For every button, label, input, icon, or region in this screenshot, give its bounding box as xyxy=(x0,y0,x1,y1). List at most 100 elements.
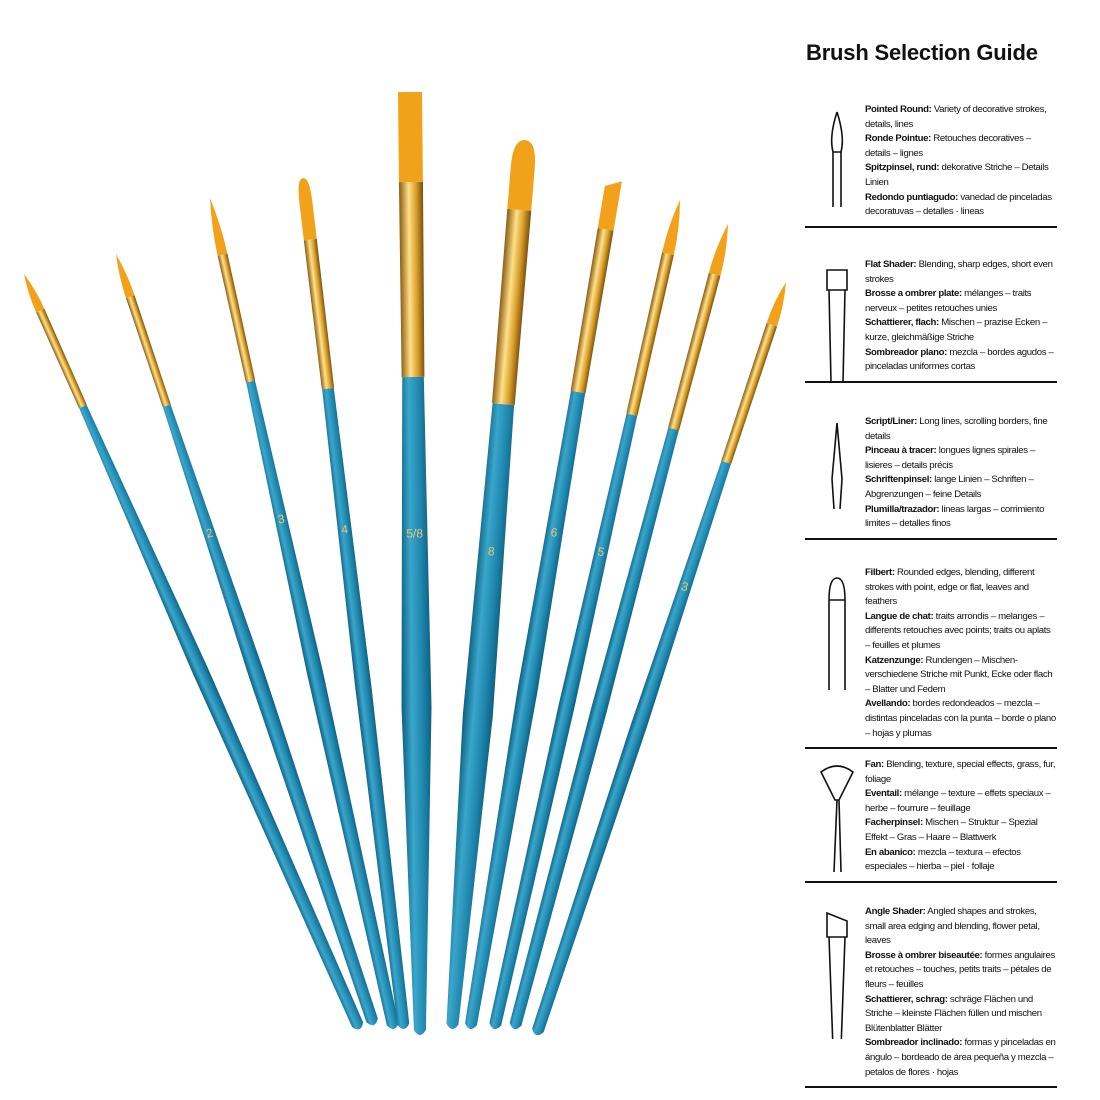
guide-entry: En abanico: mezcla – textura – efectos e… xyxy=(865,846,1057,875)
guide-entry: Sombreador inclinado: formas y pincelada… xyxy=(865,1036,1057,1080)
entry-description: lange Linien – Schriften – Abgrenzungen … xyxy=(865,474,1034,500)
brush-ferrule xyxy=(491,208,532,406)
guide-entry: Flat Shader: Blending, sharp edges, shor… xyxy=(865,258,1057,287)
entry-description: Retouches decoratives – details – lignes xyxy=(865,133,1031,159)
guide-entry: Spitzpinsel, rund: dekorative Striche – … xyxy=(865,161,1057,190)
guide-section-text: Pointed Round: Variety of decorative str… xyxy=(865,103,1057,226)
brush-bristles xyxy=(24,274,45,313)
brush-handle xyxy=(246,380,399,1030)
entry-description: mélanges – traits nerveux – petites reto… xyxy=(865,288,1032,314)
pointed-round-brush-icon xyxy=(819,107,855,242)
guide-entry: Brosse à ombrer biseautée: formes angula… xyxy=(865,949,1057,993)
entry-description: Variety of decorative strokes, details, … xyxy=(865,104,1047,130)
paint-brush: 5 xyxy=(489,200,680,1030)
entry-description: formes angulaires et retouches – touches… xyxy=(865,949,1055,990)
guide-title: Brush Selection Guide xyxy=(806,40,1038,65)
brush-size-label: 3 xyxy=(680,579,690,594)
guide-entry: Redondo puntiagudo: vanedad de pincelada… xyxy=(865,191,1057,220)
entry-description: bordes redondeados – mezcla – distintas … xyxy=(865,698,1056,739)
entry-name: Brosse a ombrer plate: xyxy=(865,288,962,300)
flat-shader-brush-icon xyxy=(819,262,855,397)
guide-entry: Filbert: Rounded edges, blending, differ… xyxy=(865,566,1057,610)
paint-brush xyxy=(509,224,728,1030)
entry-description: mezcla – textura – efectos especiales – … xyxy=(865,846,1021,873)
entry-name: Flat Shader: xyxy=(865,259,917,270)
guide-section-text: Filbert: Rounded edges, blending, differ… xyxy=(865,566,1057,747)
paint-brush xyxy=(24,274,364,1030)
guide-section: Flat Shader: Blending, sharp edges, shor… xyxy=(805,258,1057,383)
guide-entry: Brosse a ombrer plate: mélanges – traits… xyxy=(865,287,1057,316)
entry-description: lineas largas – corrimiento limites – de… xyxy=(865,503,1045,530)
paint-brush: 3 xyxy=(532,282,786,1036)
brush-ferrule xyxy=(303,238,335,390)
entry-name: Schattierer, flach: xyxy=(865,317,939,329)
guide-entry: Fan: Blending, texture, special effects,… xyxy=(865,758,1057,787)
guide-section-text: Angle Shader: Angled shapes and strokes,… xyxy=(865,905,1057,1086)
entry-name: Sombreador plano: xyxy=(865,346,948,358)
guide-entry: Langue de chat: traits arrondis – melang… xyxy=(865,610,1057,654)
guide-entry: Schattierer, schrag: schräge Flächen und… xyxy=(865,993,1057,1037)
entry-name: Ronde Pointue: xyxy=(865,133,931,145)
guide-entry: Pinceau à tracer: longues lignes spirale… xyxy=(865,444,1057,473)
brush-bristles xyxy=(708,224,728,276)
entry-name: Angle Shader: xyxy=(865,906,926,917)
entry-name: Pointed Round: xyxy=(865,104,932,115)
guide-entry: Pointed Round: Variety of decorative str… xyxy=(865,103,1057,132)
paint-brush: 4 xyxy=(298,177,410,1030)
entry-name: Avellando: xyxy=(865,698,911,710)
paint-brush: 5/8 xyxy=(398,91,432,1036)
brush-ferrule xyxy=(217,253,256,383)
brush-size-label: 5 xyxy=(596,544,605,559)
entry-description: Rounded edges, blending, different strok… xyxy=(865,567,1035,608)
entry-description: formas y pinceladas en ángulo – bordeado… xyxy=(865,1037,1056,1078)
brush-ferrule xyxy=(570,227,614,394)
guide-entry: Angle Shader: Angled shapes and strokes,… xyxy=(865,905,1057,949)
brush-handle xyxy=(446,403,515,1030)
entry-description: mélange – texture – effets speciaux – he… xyxy=(865,788,1051,814)
guide-section-text: Script/Liner: Long lines, scrolling bord… xyxy=(865,415,1057,538)
guide-entry: Sombreador plano: mezcla – bordes agudos… xyxy=(865,346,1057,375)
brush-bristles xyxy=(507,139,536,211)
brush-ferrule xyxy=(668,272,721,431)
entry-description: schräge Flächen und Striche – kleinste F… xyxy=(865,993,1042,1034)
entry-name: Plumilla/trazador: xyxy=(865,503,940,515)
brush-handle xyxy=(79,404,364,1030)
entry-description: Mischen – prazise Ecken – kurze, gleichm… xyxy=(865,317,1048,343)
guide-entry: Eventail: mélange – texture – effets spe… xyxy=(865,787,1057,816)
guide-section-text: Fan: Blending, texture, special effects,… xyxy=(865,758,1057,881)
fan-brush-icon xyxy=(819,762,855,897)
entry-description: Rundengen – Mischen-verschiedene Striche… xyxy=(865,654,1053,695)
filbert-brush-icon xyxy=(819,570,855,705)
guide-entry: Facherpinsel: Mischen – Struktur – Spezi… xyxy=(865,816,1057,845)
brush-handle xyxy=(532,460,731,1036)
entry-description: Long lines, scrolling borders, fine deta… xyxy=(865,416,1048,442)
brush-bristles xyxy=(597,181,622,231)
brush-size-label: 6 xyxy=(550,525,559,540)
guide-entry: Plumilla/trazador: lineas largas – corri… xyxy=(865,503,1057,532)
brush-bristles xyxy=(766,282,786,327)
brush-handle xyxy=(489,413,638,1030)
paint-brush: 6 xyxy=(465,181,622,1030)
brush-handle xyxy=(465,390,586,1030)
entry-description: longues lignes spirales – lisieres – det… xyxy=(865,445,1036,471)
entry-name: Pinceau à tracer: xyxy=(865,445,937,457)
entry-description: Blending, texture, special effects, gras… xyxy=(865,759,1056,785)
brush-ferrule xyxy=(626,252,674,416)
script-liner-brush-icon xyxy=(819,419,855,554)
guide-entry: Avellando: bordes redondeados – mezcla –… xyxy=(865,697,1057,741)
entry-description: mezcla – bordes agudos – pinceladas unif… xyxy=(865,346,1054,373)
guide-section-text: Flat Shader: Blending, sharp edges, shor… xyxy=(865,258,1057,381)
entry-description: Blending, sharp edges, short even stroke… xyxy=(865,259,1053,285)
guide-entry: Script/Liner: Long lines, scrolling bord… xyxy=(865,415,1057,444)
entry-name: Brosse à ombrer biseautée: xyxy=(865,949,983,961)
brush-handle xyxy=(322,387,410,1030)
brush-bristles xyxy=(116,254,135,299)
guide-entry: Ronde Pointue: Retouches decoratives – d… xyxy=(865,132,1057,161)
guide-section: Filbert: Rounded edges, blending, differ… xyxy=(805,566,1057,750)
entry-name: Katzenzunge: xyxy=(865,654,924,666)
brush-ferrule xyxy=(721,322,778,464)
brush-size-label: 2 xyxy=(205,525,215,540)
brush-handle xyxy=(401,376,432,1036)
brush-size-label: 3 xyxy=(277,512,286,527)
guide-section: Fan: Blending, texture, special effects,… xyxy=(805,758,1057,883)
